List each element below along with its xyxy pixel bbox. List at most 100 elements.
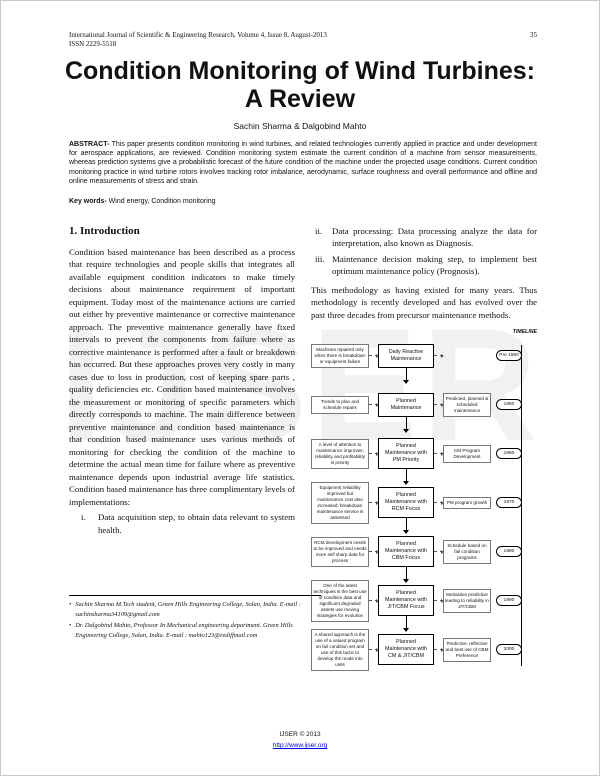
diagram-row: One of the latest techniques is the best… bbox=[311, 576, 537, 633]
right-arrow-icon bbox=[434, 647, 444, 652]
down-arrow-icon bbox=[403, 416, 409, 433]
timeline-year-marker: 1950 bbox=[496, 399, 522, 411]
timeline-label: TIMELINE bbox=[512, 329, 537, 336]
diagram-stage-cell: Daily Reactive Maintenance bbox=[378, 343, 434, 384]
list-item-i: i. Data acquisition step, to obtain data… bbox=[69, 511, 295, 536]
abstract-label: ABSTRACT- bbox=[69, 141, 110, 148]
diagram-row: Machines repaired only when there is bre… bbox=[311, 331, 537, 384]
timeline-year-marker: 1980 bbox=[496, 546, 522, 558]
right-arrow-icon bbox=[369, 549, 379, 554]
footer-url-link[interactable]: http://www.ijser.org bbox=[272, 741, 328, 749]
diagram-stage-cell: Planned Maintenance with CM & JIT/CBM bbox=[378, 634, 434, 666]
footnote-author-1-text: Sachin Sharma M.Tech student, Green Hill… bbox=[75, 601, 301, 618]
right-arrow-icon bbox=[434, 549, 444, 554]
maintenance-evolution-diagram: TIMELINE Machines repaired only when the… bbox=[311, 329, 537, 674]
right-arrow-icon bbox=[369, 353, 379, 358]
diagram-left-note: A level of attention to maintenance impr… bbox=[311, 438, 369, 469]
diagram-right-note: PM program growth bbox=[443, 496, 491, 509]
issn-line: ISSN 2229-5518 bbox=[69, 40, 117, 49]
diagram-left-note: Equipment reliability improved but maint… bbox=[311, 481, 369, 524]
diagram-stage-box: Planned Maintenance with CBM Focus bbox=[378, 536, 434, 568]
list-item-i-number: i. bbox=[81, 512, 86, 523]
footnote-author-2-text: Dr. Dalgobind Mahto, Professor In Mechan… bbox=[75, 622, 293, 639]
page-number: 35 bbox=[530, 31, 537, 39]
right-arrow-icon bbox=[369, 500, 379, 505]
diagram-row: Equipment reliability improved but maint… bbox=[311, 478, 537, 535]
down-arrow-icon bbox=[403, 469, 409, 486]
list-item-ii: ii. Data processing: Data processing ana… bbox=[311, 225, 537, 250]
right-arrow-icon bbox=[434, 451, 444, 456]
timeline-year-marker: 1970 bbox=[496, 497, 522, 509]
footnote-author-2: Dr. Dalgobind Mahto, Professor In Mechan… bbox=[69, 621, 321, 640]
diagram-stage-cell: Planned Maintenance with CBM Focus bbox=[378, 536, 434, 584]
footnote-author-1: Sachin Sharma M.Tech student, Green Hill… bbox=[69, 600, 321, 619]
timeline-year-marker: Pre 1950 bbox=[496, 350, 522, 362]
paper-title: Condition Monitoring of Wind Turbines: A… bbox=[37, 57, 563, 113]
list-item-i-text: Data acquisition step, to obtain data re… bbox=[98, 512, 295, 535]
right-arrow-icon bbox=[434, 500, 444, 505]
diagram-stage-box: Planned Maintenance bbox=[378, 392, 434, 417]
list-item-ii-number: ii. bbox=[315, 226, 323, 236]
page-footer: IJSER © 2013 http://www.ijser.org bbox=[1, 729, 599, 751]
diagram-left-note: RCM development needs to be improved and… bbox=[311, 536, 369, 567]
diagram-row: RCM development needs to be improved and… bbox=[311, 527, 537, 584]
right-arrow-icon bbox=[369, 402, 379, 407]
intro-left-paragraph: Condition based maintenance has been des… bbox=[69, 247, 295, 507]
two-column-body: 1. Introduction Condition based maintena… bbox=[69, 225, 537, 674]
right-arrow-icon bbox=[434, 402, 444, 407]
diagram-stage-box: Planned Maintenance with CM & JIT/CBM bbox=[378, 634, 434, 666]
diagram-right-note: Motivation predictive leading to reliabi… bbox=[443, 588, 491, 613]
journal-line: International Journal of Scientific & En… bbox=[69, 31, 327, 39]
diagram-stage-box: Planned Maintenance with RCM Focus bbox=[378, 487, 434, 519]
diagram-right-note: Predictive, reflective and best use of C… bbox=[443, 637, 491, 662]
intro-right-paragraph: This methodology as having existed for m… bbox=[311, 284, 537, 320]
diagram-row: Trends to plan and schedule repairs Plan… bbox=[311, 380, 537, 433]
right-arrow-icon bbox=[434, 598, 444, 603]
right-arrow-icon bbox=[369, 647, 379, 652]
diagram-stage-box: Planned Maintenance with PM Priority bbox=[378, 438, 434, 470]
diagram-stage-cell: Planned Maintenance bbox=[378, 392, 434, 433]
list-item-ii-text: Data processing: Data processing analyze… bbox=[332, 226, 537, 249]
keywords-block: Key words- Wind energy, Condition monito… bbox=[69, 198, 537, 205]
timeline-axis bbox=[521, 345, 522, 667]
list-item-iii-text: Maintenance decision making step, to imp… bbox=[332, 253, 537, 277]
diagram-stage-cell: Planned Maintenance with RCM Focus bbox=[378, 487, 434, 535]
diagram-row: A shared approach is the use of a valued… bbox=[311, 625, 537, 674]
down-arrow-icon bbox=[403, 518, 409, 535]
footer-copyright: IJSER © 2013 bbox=[279, 730, 321, 738]
paper-title-line1: Condition Monitoring of Wind Turbines: bbox=[64, 57, 536, 85]
diagram-right-note: Predicted, planned & scheduled maintenan… bbox=[443, 392, 491, 417]
authors-line: Sachin Sharma & Dalgobind Mahto bbox=[233, 121, 367, 131]
paper-title-line2: A Review bbox=[244, 85, 356, 113]
timeline-year-marker: 1960 bbox=[496, 448, 522, 460]
ijser-watermark: IJSER bbox=[58, 295, 542, 474]
left-column: 1. Introduction Condition based maintena… bbox=[69, 225, 295, 674]
diagram-left-note: Machines repaired only when there is bre… bbox=[311, 343, 369, 368]
diagram-left-note: Trends to plan and schedule repairs bbox=[311, 395, 369, 414]
right-arrow-icon bbox=[369, 451, 379, 456]
keywords-text: Wind energy, Condition monitoring bbox=[106, 198, 216, 205]
diagram-stage-cell: Planned Maintenance with JIT/CBM Focus bbox=[378, 585, 434, 633]
list-item-iii-number: iii. bbox=[315, 253, 325, 264]
diagram-right-note: CM Program Development bbox=[443, 444, 491, 463]
down-arrow-icon bbox=[403, 616, 409, 633]
keywords-label: Key words- bbox=[69, 198, 107, 205]
right-arrow-icon bbox=[369, 598, 379, 603]
page-header: International Journal of Scientific & En… bbox=[69, 31, 537, 50]
list-item-iii: iii. Maintenance decision making step, t… bbox=[311, 253, 537, 278]
abstract-block: ABSTRACT- This paper presents condition … bbox=[69, 140, 537, 186]
section-heading-introduction: 1. Introduction bbox=[69, 225, 140, 237]
abstract-text: This paper presents condition monitoring… bbox=[69, 141, 537, 185]
timeline-year-marker: 1990 bbox=[496, 595, 522, 607]
down-arrow-icon bbox=[403, 367, 409, 384]
right-arrow-icon bbox=[434, 353, 444, 358]
diagram-stage-box: Planned Maintenance with JIT/CBM Focus bbox=[378, 585, 434, 617]
author-footnotes: Sachin Sharma M.Tech student, Green Hill… bbox=[69, 595, 321, 642]
right-column: ii. Data processing: Data processing ana… bbox=[311, 225, 537, 674]
diagram-stage-box: Daily Reactive Maintenance bbox=[378, 343, 434, 368]
diagram-right-note: Schedule based on fail condition program… bbox=[443, 539, 491, 564]
down-arrow-icon bbox=[403, 567, 409, 584]
timeline-year-marker: 2000 bbox=[496, 644, 522, 656]
diagram-row: A level of attention to maintenance impr… bbox=[311, 429, 537, 486]
